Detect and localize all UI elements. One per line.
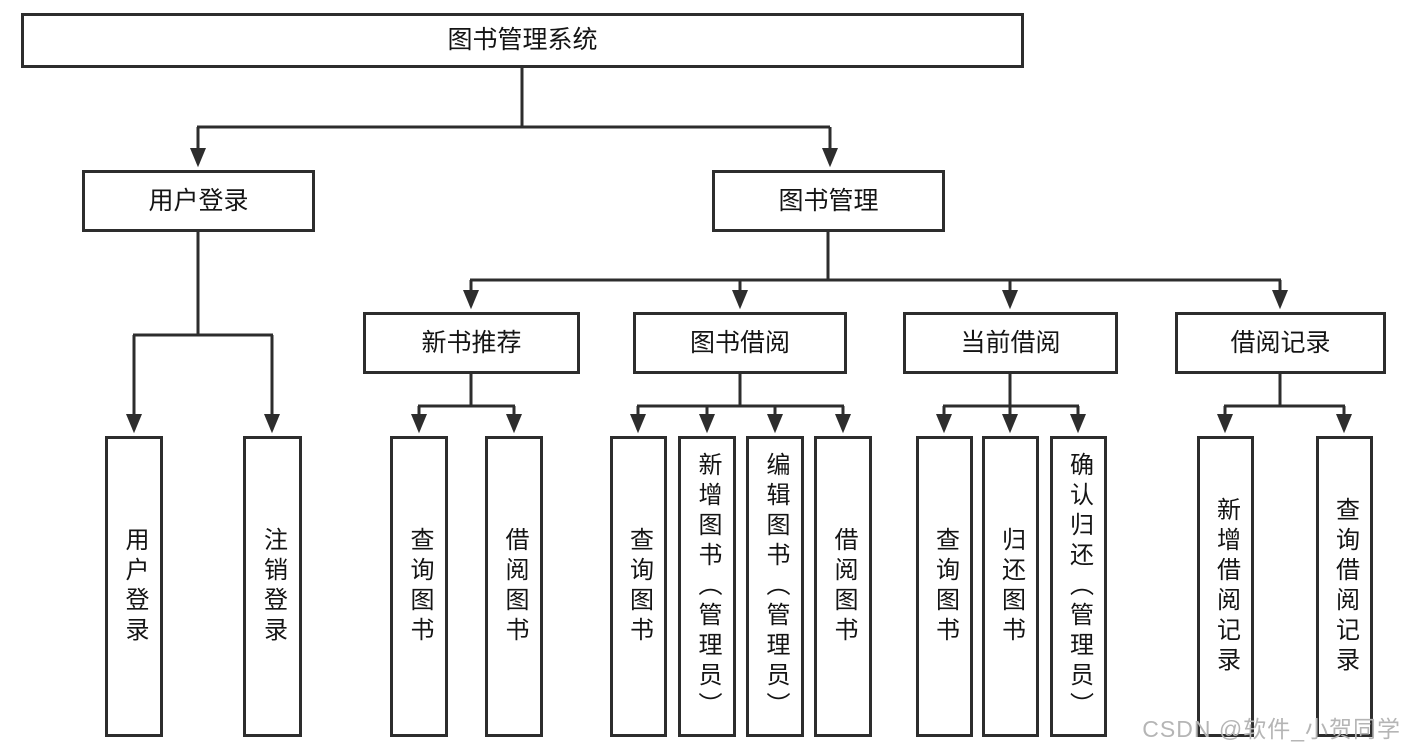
- leaf-add-book-admin: 新增图书（管理员）: [678, 436, 736, 737]
- leaf-add-borrow-record: 新增借阅记录: [1197, 436, 1254, 737]
- leaf-recommend-borrow-books: 借阅图书: [485, 436, 543, 737]
- node-borrow-records: 借阅记录: [1175, 312, 1386, 374]
- node-current-borrow: 当前借阅: [903, 312, 1118, 374]
- leaf-edit-book-admin: 编辑图书（管理员）: [746, 436, 804, 737]
- node-new-book-recommend: 新书推荐: [363, 312, 580, 374]
- node-book-management: 图书管理: [712, 170, 945, 232]
- leaf-return-book: 归还图书: [982, 436, 1039, 737]
- node-root: 图书管理系统: [21, 13, 1024, 68]
- watermark: CSDN @软件_小贺同学: [1142, 716, 1401, 742]
- leaf-confirm-return-admin: 确认归还（管理员）: [1050, 436, 1107, 737]
- leaf-borrow-book: 借阅图书: [814, 436, 872, 737]
- leaf-recommend-query-books: 查询图书: [390, 436, 448, 737]
- node-book-borrow: 图书借阅: [633, 312, 847, 374]
- leaf-query-borrow-record: 查询借阅记录: [1316, 436, 1373, 737]
- node-user-login: 用户登录: [82, 170, 315, 232]
- leaf-borrow-query-books: 查询图书: [610, 436, 667, 737]
- leaf-logout: 注销登录: [243, 436, 302, 737]
- leaf-current-query-books: 查询图书: [916, 436, 973, 737]
- leaf-user-login: 用户登录: [105, 436, 163, 737]
